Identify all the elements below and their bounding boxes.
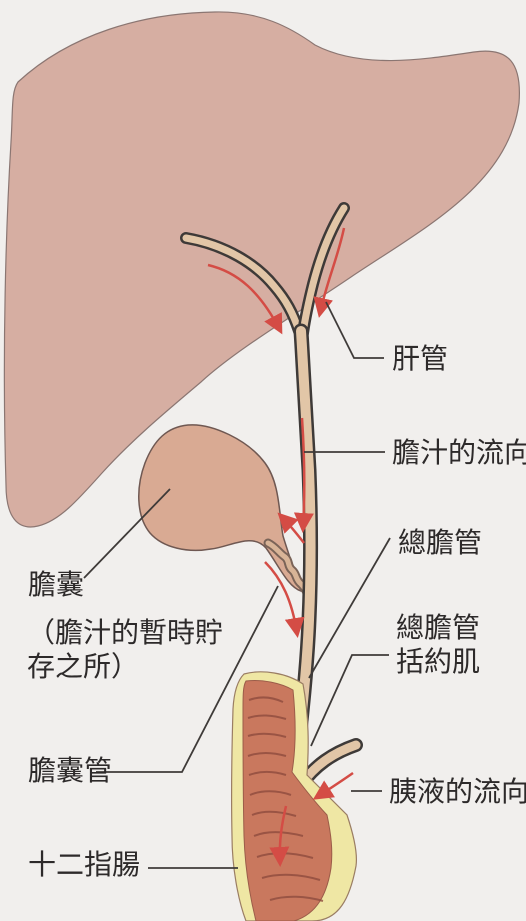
label-dan-zhi-liuxiang: 膽汁的流向 xyxy=(392,436,526,470)
leader-zong-dan-guan xyxy=(309,538,390,678)
label-yi-ye-liuxiang: 胰液的流向 xyxy=(389,775,526,809)
label-dan-nang: 膽囊 xyxy=(28,568,84,602)
pancreatic-flow-arrow xyxy=(317,773,353,797)
label-zong-dan-guan-kuoyue-ji: 總膽管 括約肌 xyxy=(396,611,480,678)
label-shi-er-zhi-chang: 十二指腸 xyxy=(28,848,140,882)
label-dan-nang-guan: 膽囊管 xyxy=(28,754,112,788)
label-zong-dan-guan: 總膽管 xyxy=(398,526,482,560)
gallbladder xyxy=(139,425,301,591)
label-gan-guan: 肝管 xyxy=(392,342,448,376)
label-dan-nang-note: （膽汁的暫時貯 存之所） xyxy=(27,616,223,683)
leader-gan-guan xyxy=(326,302,384,358)
leader-kuoyue-ji xyxy=(311,655,389,746)
